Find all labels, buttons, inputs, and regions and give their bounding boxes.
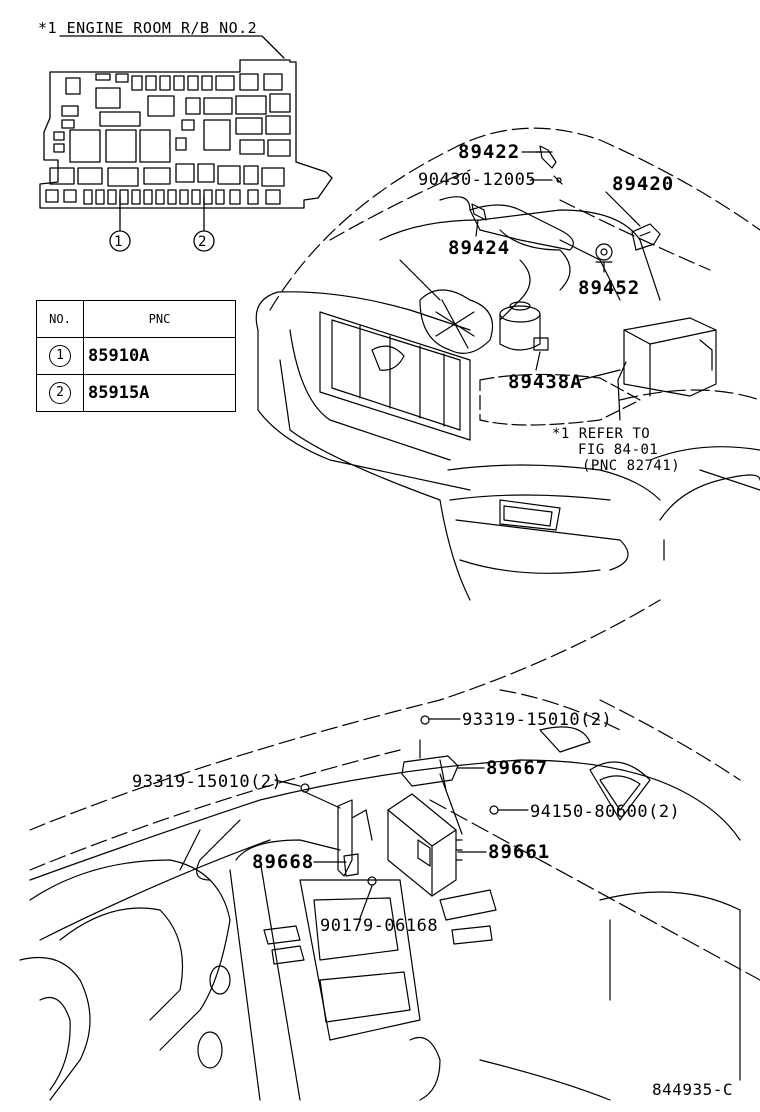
engine-room-drawing xyxy=(255,127,760,601)
part-89438A: 89438A xyxy=(508,371,583,393)
part-93319-15010-lower: 93319-15010(2) xyxy=(132,772,283,792)
table-row: 1 85910A xyxy=(36,337,236,375)
refer-note-line3: (PNC 82741) xyxy=(582,458,681,474)
table-row: 2 85915A xyxy=(36,374,236,412)
header-note: *1 ENGINE ROOM R/B NO.2 xyxy=(38,19,258,37)
callout-2-label: 2 xyxy=(198,234,207,250)
part-90179-06168: 90179-06168 xyxy=(320,916,439,936)
part-89667: 89667 xyxy=(486,757,549,779)
part-89420: 89420 xyxy=(612,173,675,195)
row-1-number: 1 xyxy=(49,345,71,367)
part-93319-15010-upper: 93319-15010(2) xyxy=(462,710,613,730)
row-2-number: 2 xyxy=(49,382,71,404)
refer-note-line2: FIG 84-01 xyxy=(578,442,659,458)
pnc-table-header-row: NO. PNC xyxy=(36,300,236,338)
part-89452: 89452 xyxy=(578,277,641,299)
dashboard-drawing xyxy=(19,599,760,1101)
row-1-pnc: 85910A xyxy=(83,337,236,375)
part-89661: 89661 xyxy=(488,841,551,863)
part-89424: 89424 xyxy=(448,237,511,259)
part-89668: 89668 xyxy=(252,851,315,873)
part-90430-12005: 90430-12005 xyxy=(418,170,537,190)
callout-circle-2 xyxy=(193,230,215,252)
figure-code: 844935-C xyxy=(652,1080,734,1099)
part-89422: 89422 xyxy=(458,141,521,163)
part-94150-80600: 94150-80600(2) xyxy=(530,802,681,822)
row-2-pnc: 85915A xyxy=(83,374,236,412)
refer-note-line1: *1 REFER TO xyxy=(552,426,651,442)
relay-block xyxy=(39,35,333,231)
callout-circle-1 xyxy=(109,230,131,252)
pnc-header-no: NO. xyxy=(36,300,84,338)
callout-1-label: 1 xyxy=(114,234,123,250)
pnc-header-pnc: PNC xyxy=(83,300,236,338)
pnc-table: NO. PNC 1 85910A 2 85915A xyxy=(36,300,236,412)
